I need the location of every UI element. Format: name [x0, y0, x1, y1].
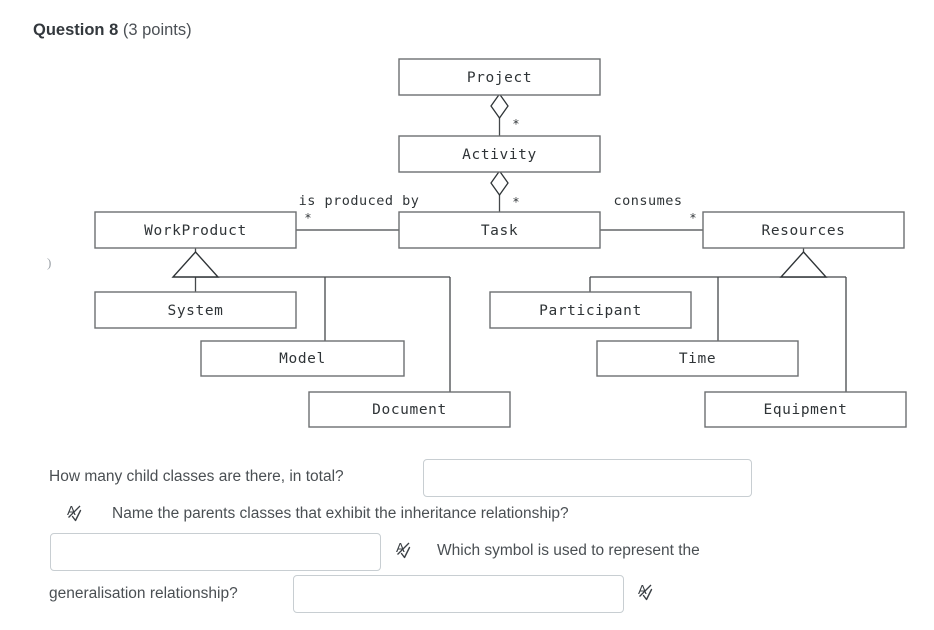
multiplicity-activity-task: *: [512, 195, 519, 209]
uml-class-label: System: [168, 303, 224, 319]
svg-text:A: A: [67, 503, 76, 518]
answer-input-1[interactable]: [423, 459, 752, 497]
multiplicity-task-resources: *: [689, 211, 696, 225]
svg-text:A: A: [396, 540, 405, 555]
uml-class-label: Task: [481, 223, 518, 239]
uml-class-project: Project: [398, 58, 601, 96]
generalisation-triangle-workproduct: [171, 250, 220, 278]
question-points: (3 points): [122, 21, 192, 39]
aggregation-diamond-project: [490, 92, 509, 120]
uml-class-label: Equipment: [764, 402, 848, 418]
spellcheck-icon[interactable]: A: [634, 580, 660, 606]
question-text-4: generalisation relationship?: [49, 585, 238, 602]
uml-class-workproduct: WorkProduct: [94, 211, 297, 249]
multiplicity-project-activity: *: [512, 117, 519, 131]
generalisation-triangle-resources: [779, 250, 828, 278]
uml-class-label: Activity: [462, 147, 537, 163]
question-text-3: Which symbol is used to represent the: [437, 542, 700, 559]
question-text-2: Name the parents classes that exhibit th…: [112, 505, 569, 522]
spellcheck-icon[interactable]: A: [63, 501, 89, 527]
association-label-consumes: consumes: [613, 193, 682, 209]
answer-input-3[interactable]: [293, 575, 624, 613]
uml-class-equipment: Equipment: [704, 391, 907, 428]
uml-class-system: System: [94, 291, 297, 329]
svg-text:A: A: [638, 582, 647, 597]
uml-class-diagram: Project Activity WorkProduct Task Resour…: [94, 58, 907, 428]
uml-class-label: Document: [372, 402, 447, 418]
multiplicity-workproduct-task: *: [304, 211, 311, 225]
uml-class-participant: Participant: [489, 291, 692, 329]
uml-class-activity: Activity: [398, 135, 601, 173]
answer-input-2[interactable]: [50, 533, 381, 571]
uml-class-resources: Resources: [702, 211, 905, 249]
uml-class-label: Participant: [539, 303, 642, 319]
stray-paren-artifact: ): [47, 255, 52, 270]
uml-class-label: WorkProduct: [144, 223, 247, 239]
aggregation-diamond-activity: [490, 169, 509, 197]
question-text-1: How many child classes are there, in tot…: [49, 468, 344, 485]
uml-class-time: Time: [596, 340, 799, 377]
uml-class-label: Project: [467, 70, 532, 86]
question-number: Question 8: [33, 21, 119, 39]
association-label-is-produced-by: is produced by: [299, 193, 420, 209]
page-title: Question 8 (3 points): [33, 19, 192, 41]
spellcheck-icon[interactable]: A: [392, 538, 418, 564]
uml-class-model: Model: [200, 340, 405, 377]
uml-class-label: Model: [279, 351, 326, 367]
uml-class-document: Document: [308, 391, 511, 428]
uml-class-label: Time: [679, 351, 716, 367]
uml-class-label: Resources: [762, 223, 846, 239]
uml-class-task: Task: [398, 211, 601, 249]
